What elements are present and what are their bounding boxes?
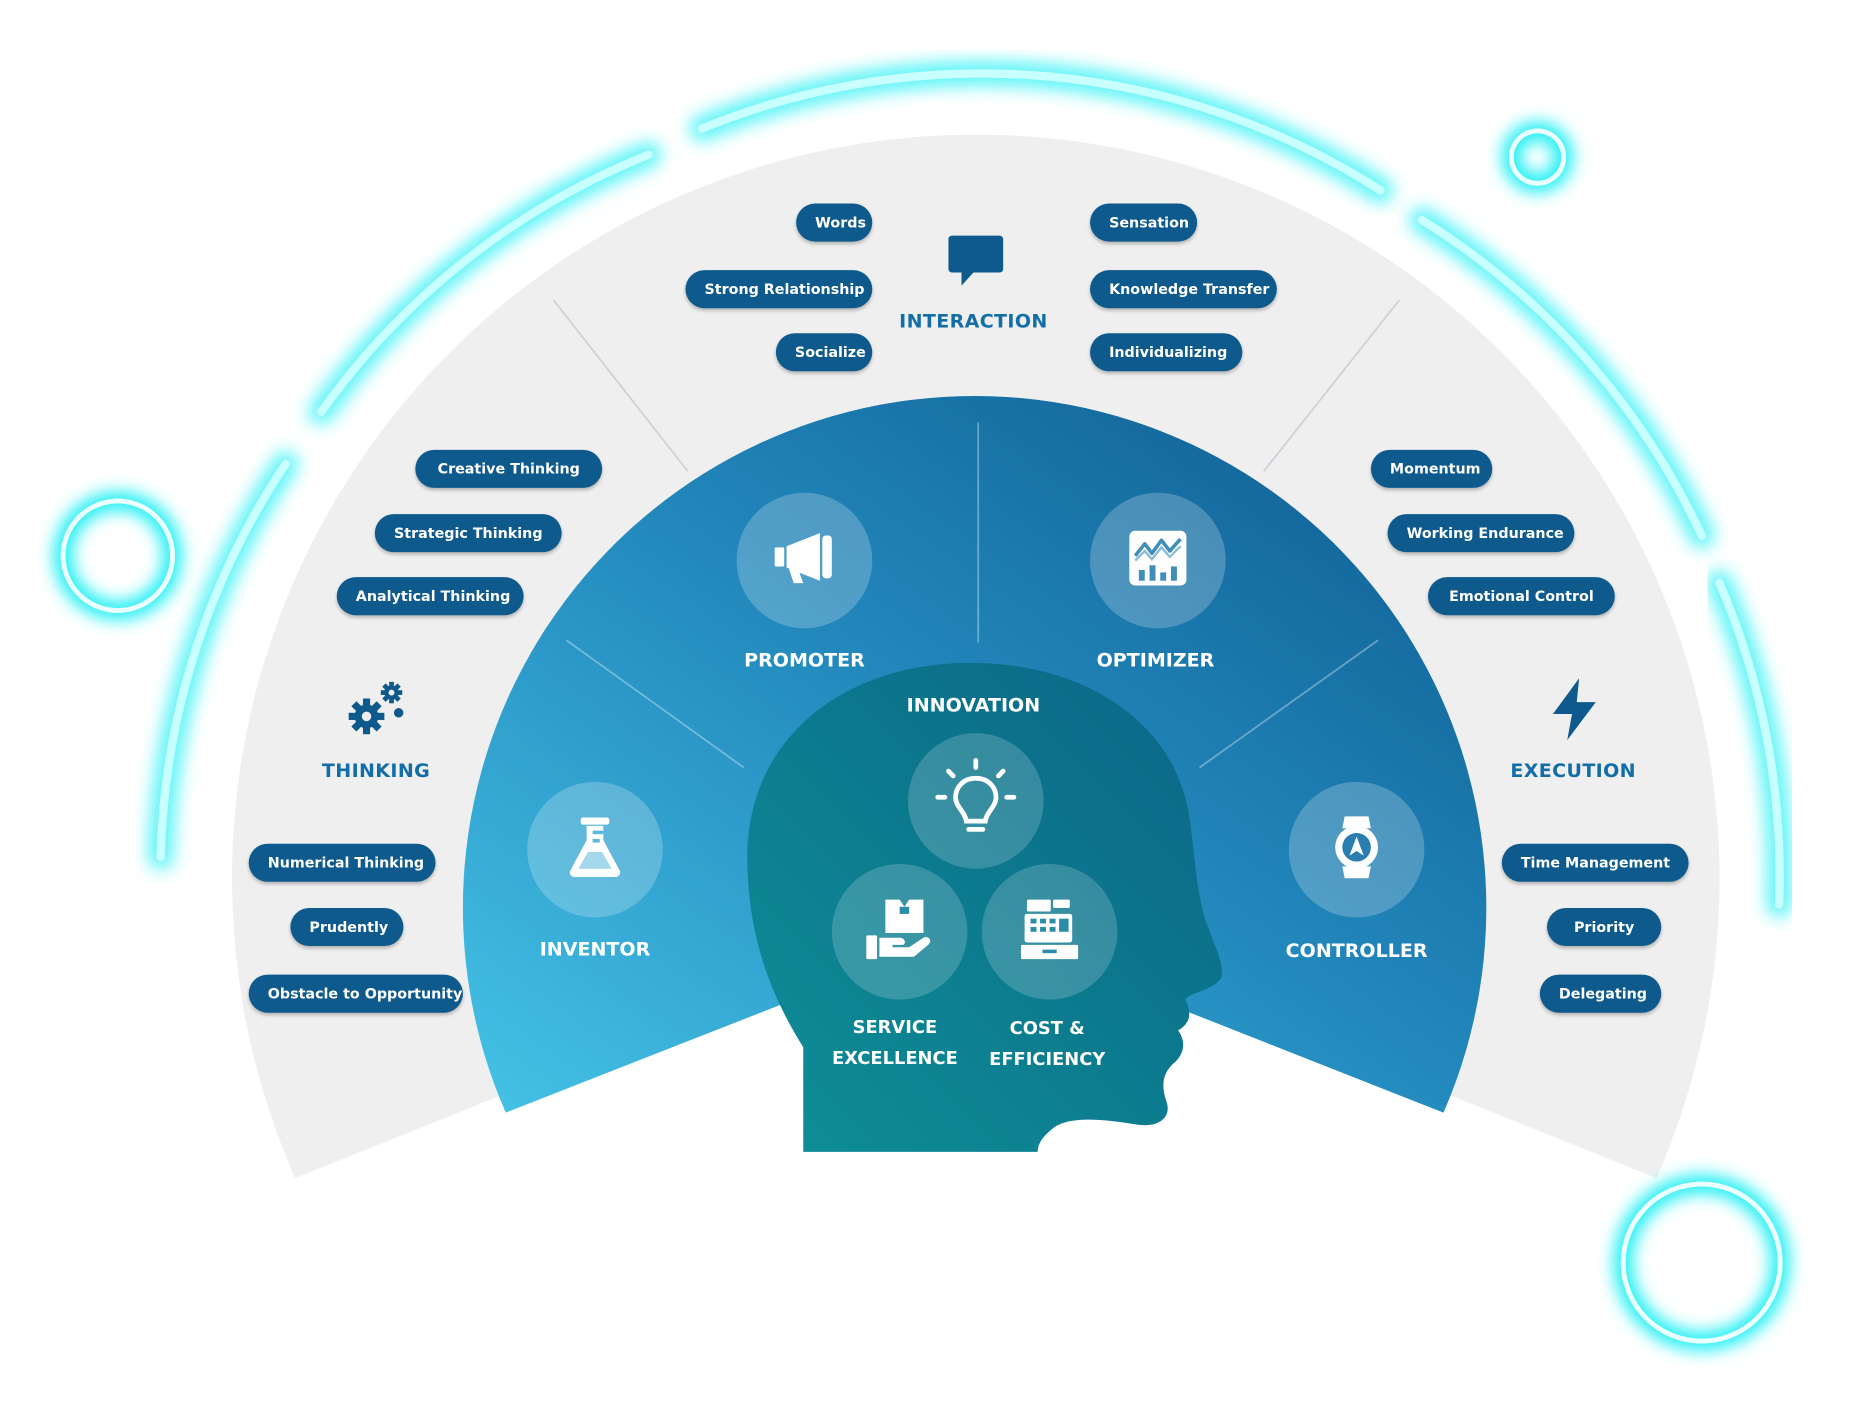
pill-prudently[interactable]: Prudently [290,907,404,947]
controller-circle [1288,781,1425,918]
pill-delegating[interactable]: Delegating [1539,974,1662,1013]
service-excellence-label: SERVICE EXCELLENCE [821,1012,969,1074]
pill-analytical-thinking[interactable]: Analytical Thinking [336,577,524,616]
group-title-interaction: INTERACTION [899,309,1048,333]
pill-socialize[interactable]: Socialize [775,333,873,372]
glow-ring-left [60,498,175,613]
pill-momentum[interactable]: Momentum [1370,449,1493,488]
glow-arc [147,60,1793,918]
cash-register-icon [1020,897,1080,967]
pill-priority[interactable]: Priority [1547,907,1662,947]
pill-working-endurance[interactable]: Working Endurance [1387,514,1575,553]
pill-obstacle-to-opportunity[interactable]: Obstacle to Opportunity [248,974,463,1013]
service-excellence-circle [831,863,968,1000]
promoter-circle [736,492,873,629]
lightbulb-icon [934,756,1017,845]
middle-dividers [565,422,1379,769]
role-label-controller: CONTROLLER [1285,938,1428,962]
glow-ring-top-right [1508,128,1567,186]
chat-bubble-icon [947,233,1004,294]
pill-words[interactable]: Words [796,203,873,242]
cost-efficiency-circle [981,863,1118,1000]
cost-label-line2: EFFICIENCY [989,1048,1106,1070]
glow-ring-bottom-right [1620,1181,1783,1344]
megaphone-icon [772,530,836,591]
head-silhouette [747,662,1222,1152]
pill-numerical-thinking[interactable]: Numerical Thinking [248,843,436,882]
role-label-promoter: PROMOTER [744,648,865,672]
role-label-inventor: INVENTOR [539,937,651,961]
group-title-execution: EXECUTION [1510,759,1636,782]
group-title-thinking: THINKING [321,759,431,782]
outer-dividers [552,299,1401,472]
optimizer-circle [1090,492,1226,629]
innovation-circle [907,733,1044,869]
flask-icon [568,816,623,884]
analytics-chart-icon [1128,529,1188,592]
smartwatch-icon [1333,813,1381,886]
pill-individualizing[interactable]: Individualizing [1090,333,1243,372]
pill-sensation[interactable]: Sensation [1090,203,1198,242]
pill-strategic-thinking[interactable]: Strategic Thinking [374,514,562,553]
inventor-circle [527,781,663,918]
cost-efficiency-label: COST & EFFICIENCY [973,1013,1121,1075]
lightning-bolt-icon [1548,678,1600,746]
service-label-line2: EXCELLENCE [831,1047,958,1069]
pill-creative-thinking[interactable]: Creative Thinking [415,449,603,488]
pill-knowledge-transfer[interactable]: Knowledge Transfer [1090,270,1277,309]
pill-emotional-control[interactable]: Emotional Control [1428,577,1615,616]
cost-label-line1: COST & [1009,1017,1085,1039]
pill-strong-relationship[interactable]: Strong Relationship [685,270,873,309]
center-title-innovation: INNOVATION [906,693,1041,717]
service-label-line1: SERVICE [852,1016,938,1038]
hand-box-icon [864,894,935,969]
gears-icon [346,681,408,742]
role-label-optimizer: OPTIMIZER [1096,648,1215,672]
pill-time-management[interactable]: Time Management [1501,843,1689,882]
